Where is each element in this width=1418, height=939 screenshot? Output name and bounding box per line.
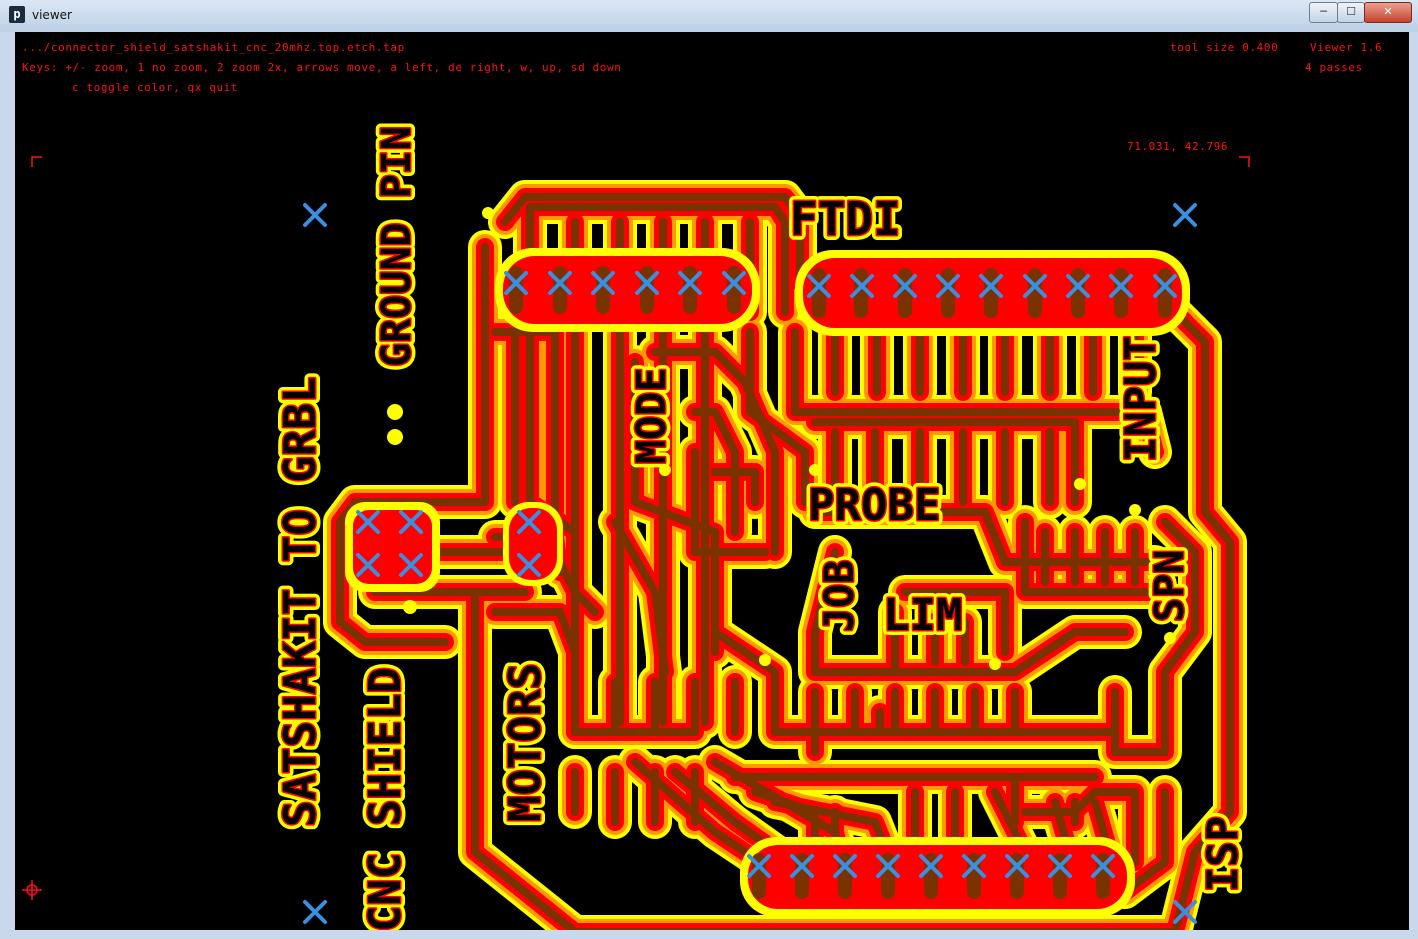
ground-pin-label-text: GROUND PIN xyxy=(374,126,420,367)
drill-marker-icon xyxy=(1066,274,1090,298)
minimize-button[interactable]: ─ xyxy=(1309,2,1338,23)
spn-label: SPN SPN xyxy=(1142,545,1198,627)
drill-marker-icon xyxy=(1091,854,1115,878)
cnc-shield-label-outline: CNC SHIELD xyxy=(360,667,411,930)
input-label: INPUT INPUT xyxy=(1111,331,1170,467)
drill-marker-icon xyxy=(548,271,572,295)
job-label-outline: JOB xyxy=(817,560,863,632)
keys-help-line-1: Keys: +/- zoom, 1 no zoom, 2 zoom 2x, ar… xyxy=(22,61,621,74)
drill-marker-icon xyxy=(1048,854,1072,878)
cnc-shield-label-text: CNC SHIELD xyxy=(360,667,411,930)
drill-marker-icon xyxy=(893,274,917,298)
drill-marker-icon xyxy=(517,510,541,534)
maximize-icon: ☐ xyxy=(1346,5,1356,18)
drill-marker-icon xyxy=(1173,900,1197,924)
drill-marker-icon xyxy=(1023,274,1047,298)
lim-label-text: LIM xyxy=(883,590,962,641)
toolpath-view: .../connector_shield_satshakit_cnc_20mhz… xyxy=(22,41,1382,930)
drill-markers xyxy=(303,203,1197,924)
cursor-coords-text: 71.031, 42.796 xyxy=(1127,140,1228,153)
drill-marker-icon xyxy=(1005,854,1029,878)
drill-marker-icon xyxy=(747,854,771,878)
satshakit-label-text: SATSHAKIT TO GRBL xyxy=(275,377,326,827)
corner-mark-top-right xyxy=(1239,156,1250,167)
input-label-text: INPUT xyxy=(1116,336,1165,462)
motors-label-text: MOTORS xyxy=(500,663,551,822)
drill-marker-icon xyxy=(962,854,986,878)
drill-marker-icon xyxy=(591,271,615,295)
window-title: viewer xyxy=(32,8,72,22)
probe-label: PROBE PROBE xyxy=(803,475,945,536)
lim-label: LIM LIM xyxy=(878,585,967,646)
mode-label-text: MODE xyxy=(629,368,675,464)
ftdi-label: FTDI FTDI xyxy=(785,187,906,251)
via-dots xyxy=(387,207,1176,670)
tool-size-text: tool size 0.400 xyxy=(1170,41,1278,54)
isp-label: ISP ISP xyxy=(1193,811,1252,897)
drill-marker-icon xyxy=(979,274,1003,298)
drill-marker-icon xyxy=(399,510,423,534)
drill-marker-icon xyxy=(1173,203,1197,227)
satshakit-label: SATSHAKIT TO GRBL SATSHAKIT TO GRBL xyxy=(270,372,331,832)
drill-marker-icon xyxy=(807,274,831,298)
drill-marker-icon xyxy=(936,274,960,298)
isp-label-outline: ISP xyxy=(1198,816,1247,892)
ftdi-label-outline: FTDI xyxy=(790,192,901,246)
drill-marker-icon xyxy=(790,854,814,878)
motors-label: MOTORS MOTORS xyxy=(495,658,556,827)
drill-marker-icon xyxy=(399,553,423,577)
drill-marker-icon xyxy=(356,510,380,534)
toolpath-canvas[interactable]: .../connector_shield_satshakit_cnc_20mhz… xyxy=(15,32,1409,930)
satshakit-label-outline: SATSHAKIT TO GRBL xyxy=(275,377,326,827)
title-bar[interactable]: p viewer ─ ☐ ✕ xyxy=(0,0,1418,32)
app-logo-icon: p xyxy=(9,6,25,23)
drill-marker-icon xyxy=(504,271,528,295)
drill-marker-icon xyxy=(1109,274,1133,298)
lim-label-outline: LIM xyxy=(883,590,962,641)
drill-marker-icon xyxy=(517,553,541,577)
job-label: JOB JOB xyxy=(812,555,868,637)
input-label-outline: INPUT xyxy=(1116,336,1165,462)
file-path-text: .../connector_shield_satshakit_cnc_20mhz… xyxy=(22,41,405,54)
drill-marker-icon xyxy=(876,854,900,878)
mode-label-outline: MODE xyxy=(629,368,675,464)
close-button[interactable]: ✕ xyxy=(1364,2,1412,23)
drill-marker-icon xyxy=(303,900,327,924)
spn-label-outline: SPN xyxy=(1147,550,1193,622)
motors-label-outline: MOTORS xyxy=(500,663,551,822)
keys-help-line-2: c toggle color, qx quit xyxy=(72,81,238,94)
drill-marker-icon xyxy=(1153,274,1177,298)
drill-marker-icon xyxy=(919,854,943,878)
isp-label-text: ISP xyxy=(1198,816,1247,892)
drill-marker-icon xyxy=(678,271,702,295)
minimize-icon: ─ xyxy=(1320,5,1327,18)
drill-marker-icon xyxy=(356,553,380,577)
origin-crosshair-icon xyxy=(22,880,42,900)
drill-marker-icon xyxy=(722,271,746,295)
mode-label: MODE MODE xyxy=(624,363,680,469)
spn-label-text: SPN xyxy=(1147,550,1193,622)
corner-mark-top-left xyxy=(31,156,42,167)
drill-marker-icon xyxy=(833,854,857,878)
close-icon: ✕ xyxy=(1383,5,1393,18)
viewer-version-text: Viewer 1.6 xyxy=(1310,41,1382,54)
maximize-button[interactable]: ☐ xyxy=(1337,2,1365,23)
drill-marker-icon xyxy=(635,271,659,295)
drill-marker-icon xyxy=(303,203,327,227)
cnc-shield-label: CNC SHIELD CNC SHIELD xyxy=(355,662,416,930)
ground-pin-label: GROUND PIN GROUND PIN xyxy=(369,121,425,372)
ftdi-label-text: FTDI xyxy=(790,192,901,246)
job-label-text: JOB xyxy=(817,560,863,632)
probe-label-outline: PROBE xyxy=(808,480,940,531)
probe-label-text: PROBE xyxy=(808,480,940,531)
drill-marker-icon xyxy=(850,274,874,298)
passes-text: 4 passes xyxy=(1305,61,1363,74)
ground-pin-label-outline: GROUND PIN xyxy=(374,126,420,367)
